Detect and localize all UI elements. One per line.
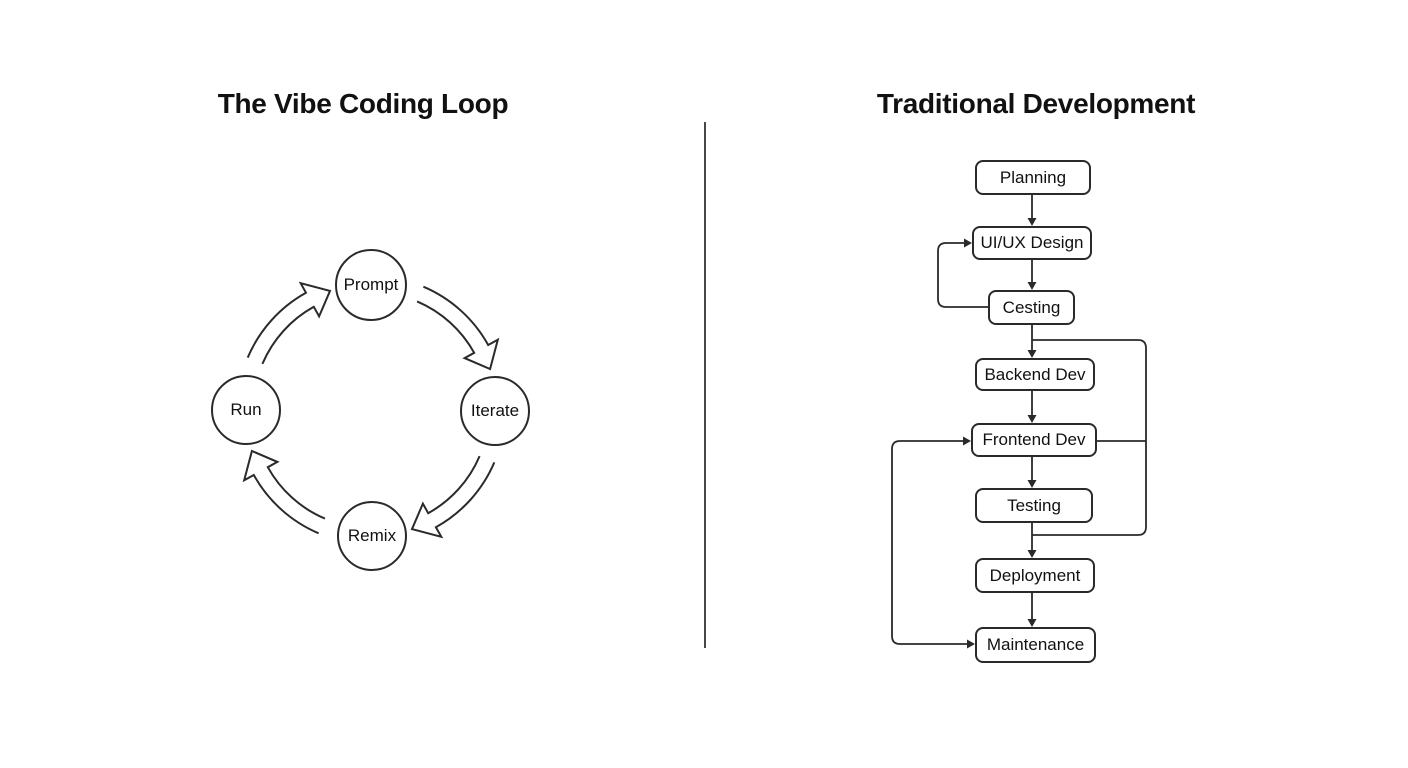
- flow-box-planning: Planning: [975, 160, 1091, 195]
- flow-box-cesting-label: Cesting: [1002, 297, 1061, 317]
- flow-box-planning-label: Planning: [999, 167, 1067, 187]
- arrowhead-loop-uiux: [964, 238, 972, 248]
- arrowhead-testing: [1027, 480, 1037, 488]
- traditional-title: Traditional Development: [876, 88, 1196, 119]
- flow-box-backend-dev: Backend Dev: [975, 358, 1095, 391]
- loop-left-rail: [891, 440, 967, 645]
- loop-node-prompt: Prompt: [335, 249, 407, 321]
- flow-box-deployment: Deployment: [975, 558, 1095, 593]
- loop-node-prompt-label: Prompt: [343, 275, 399, 294]
- flow-box-cesting: Cesting: [988, 290, 1075, 325]
- arrowhead-backend: [1027, 350, 1037, 358]
- arrowhead-frontend: [1027, 415, 1037, 423]
- loop-cesting-uiux: [937, 242, 988, 308]
- flow-box-maintenance-label: Maintenance: [986, 635, 1085, 654]
- arrowhead-cesting: [1027, 282, 1037, 290]
- loop-right-rail: [1032, 339, 1147, 536]
- arrowhead-maintenance: [1027, 619, 1037, 627]
- loop-node-iterate: Iterate: [460, 376, 530, 446]
- flow-box-backend-dev-label: Backend Dev: [984, 364, 1086, 384]
- loop-node-remix-label: Remix: [347, 526, 397, 545]
- flow-box-deployment-label: Deployment: [989, 565, 1081, 585]
- loop-node-run-label: Run: [230, 400, 262, 419]
- arrowhead-leftrail-maintenance: [967, 639, 975, 649]
- loop-node-run: Run: [211, 375, 281, 445]
- flowchart-connectors: [891, 195, 1147, 649]
- flow-box-frontend-dev-label: Frontend Dev: [982, 430, 1086, 449]
- arrow-remix-to-run: [242, 449, 326, 535]
- arrowhead-uiux: [1027, 218, 1037, 226]
- flow-box-maintenance: Maintenance: [975, 627, 1096, 663]
- flow-box-testing: Testing: [975, 488, 1093, 523]
- flow-box-uiux-design-label: UI/UX Design: [980, 233, 1084, 252]
- arrow-run-to-prompt: [246, 281, 332, 365]
- arrow-iterate-to-remix: [410, 455, 496, 539]
- flow-box-frontend-dev: Frontend Dev: [971, 423, 1097, 457]
- loop-node-iterate-label: Iterate: [470, 401, 520, 420]
- arrow-prompt-to-iterate: [416, 285, 500, 371]
- vibe-loop-title: The Vibe Coding Loop: [217, 88, 509, 119]
- vibe-loop-arrows: [242, 281, 500, 539]
- arrowhead-leftrail-frontend: [963, 436, 971, 446]
- arrowhead-deployment: [1027, 550, 1037, 558]
- loop-node-remix: Remix: [337, 501, 407, 571]
- flow-box-uiux-design: UI/UX Design: [972, 226, 1092, 260]
- flow-box-testing-label: Testing: [1007, 495, 1061, 515]
